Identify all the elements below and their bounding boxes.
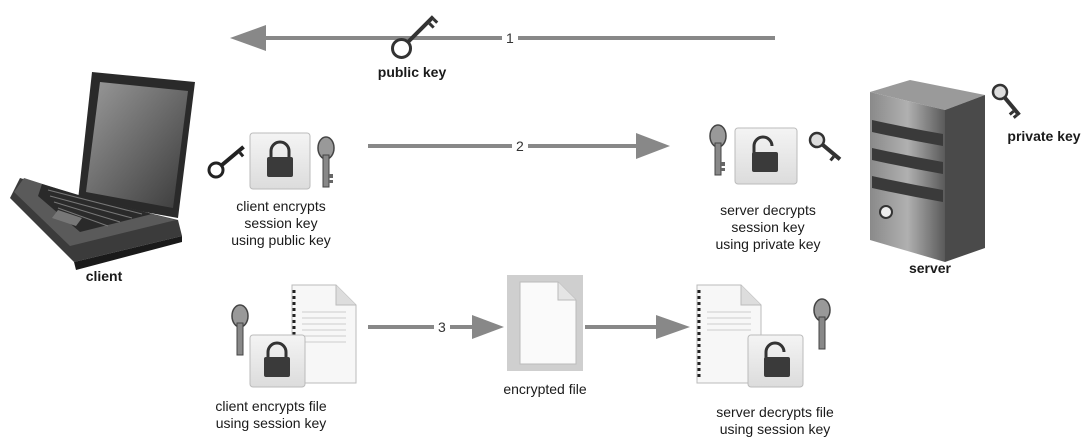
client-encrypts-file-caption: client encrypts file using session key [196,398,346,432]
private-key-label: private key [1007,128,1081,144]
public-key-icon [391,15,439,59]
step-number-3: 3 [434,319,450,335]
arrow-step-3a [368,315,504,339]
step-number-1: 1 [502,30,518,46]
encrypted-file-label: encrypted file [503,381,587,397]
session-key-icon-left [317,136,335,188]
arrow-step-1 [230,25,775,51]
server-decrypts-file-caption: server decrypts file using session key [700,404,850,438]
server-icon [870,80,985,262]
server-decrypts-session-caption: server decrypts session key using privat… [702,202,834,253]
session-key-icon-file-left [231,304,249,356]
server-unlock-box [734,127,798,185]
client-document-icon [291,284,357,384]
caption-line: session key [731,219,805,235]
caption-line: using public key [231,232,331,248]
client-encrypts-session-caption: client encrypts session key using public… [216,198,346,249]
caption-line: server decrypts file [716,404,834,420]
caption-line: using private key [715,236,821,252]
caption-line: client encrypts file [215,398,327,414]
caption-line: client encrypts [236,198,326,214]
caption-line: server decrypts [720,202,816,218]
client-lock-box [249,132,311,190]
server-label: server [908,260,952,276]
public-key-small-icon [207,145,245,179]
encrypted-file-icon [507,275,583,371]
client-label: client [85,268,123,284]
public-key-label: public key [377,64,447,80]
client-file-lock-box [249,334,306,388]
arrow-step-2 [368,133,670,159]
session-key-icon-file-right [813,298,831,350]
session-key-icon-right [709,124,727,176]
private-key-small-icon [808,131,842,162]
caption-line: using session key [719,421,831,437]
caption-line: session key [244,215,318,231]
step-number-2: 2 [512,138,528,154]
private-key-icon [991,83,1021,119]
caption-line: using session key [215,415,327,431]
laptop-icon [10,72,195,270]
server-file-unlock-box [747,334,804,388]
arrow-step-3b [585,315,690,339]
